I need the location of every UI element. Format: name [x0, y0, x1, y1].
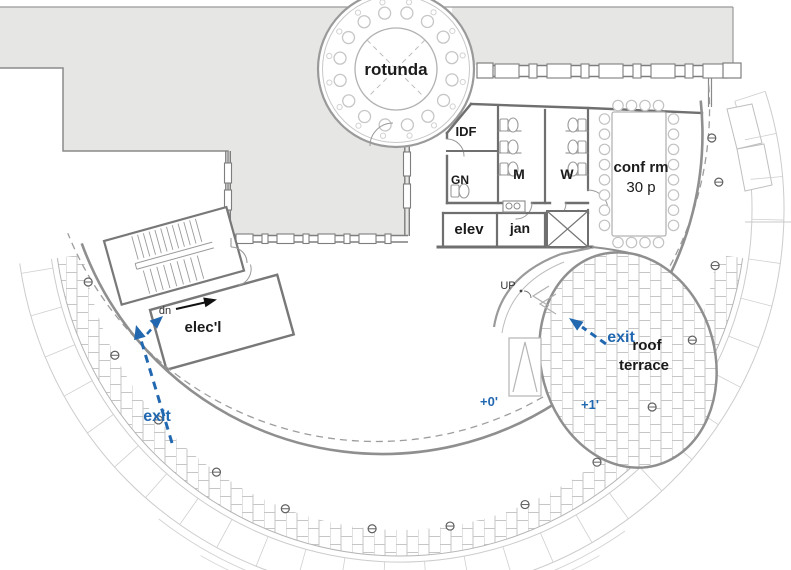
label-up: UP [500, 280, 515, 292]
column-dot [280, 504, 290, 514]
column-dot [710, 260, 720, 271]
label-elecl: elec'l [185, 319, 222, 336]
stair-enclosure [102, 205, 248, 306]
roof-terrace [492, 246, 718, 469]
label-jan: jan [509, 220, 530, 236]
colonnade-columns [83, 133, 724, 534]
column-dot [520, 499, 530, 510]
column-dot [367, 524, 377, 534]
column-dot [211, 467, 222, 477]
exit-arrow-left [134, 316, 174, 444]
egress-annotations [134, 297, 607, 444]
rotunda-door-swing [369, 122, 394, 147]
label-womens: W [560, 166, 574, 182]
roof-panel-1 [726, 103, 763, 150]
label-gn: GN [451, 173, 469, 187]
elecl-door-swing [238, 264, 252, 286]
terrace-steps [531, 285, 557, 315]
column-dot [687, 335, 697, 345]
up-door-swing [523, 290, 532, 299]
dn-arrow [175, 297, 217, 310]
label-terrace: terrace [619, 357, 669, 374]
roof-panel-2 [736, 143, 773, 192]
column-dot [153, 415, 164, 425]
label-roof: roof [632, 337, 662, 354]
toilet-fixtures [450, 117, 587, 199]
label-elev: elev [454, 221, 484, 238]
existing-building-mass [0, 6, 742, 245]
rotunda-room [316, 0, 476, 149]
core-rooms [436, 99, 704, 249]
column-dot [647, 402, 657, 412]
outer-roof-edge-arcs [19, 90, 791, 570]
label-rotunda: rotunda [364, 60, 428, 79]
stair-door-swing [230, 238, 248, 264]
label-dn: dn [159, 305, 171, 317]
label-conf-capacity: 30 p [626, 179, 655, 196]
rotunda-chairs [326, 0, 466, 139]
idf-door-swing [446, 138, 465, 157]
curved-building-edge [80, 100, 704, 456]
column-dot [714, 177, 724, 187]
label-level-one: +1' [581, 397, 599, 412]
label-exit-left: exit [143, 408, 171, 425]
column-dot [83, 277, 93, 287]
column-dot [707, 133, 717, 143]
label-idf: IDF [456, 124, 477, 139]
electrical-room [148, 264, 296, 372]
label-level-zero: +0' [480, 394, 498, 409]
label-conf-rm: conf rm [613, 159, 668, 176]
exit-arrow-right [569, 318, 607, 346]
conference-table [611, 111, 667, 237]
column-dot [445, 521, 455, 531]
label-exit-right: exit [607, 329, 635, 346]
up-ramp-wall [492, 252, 562, 328]
column-dot [592, 457, 602, 467]
label-mens: M [513, 166, 525, 182]
stair-treads [131, 218, 205, 294]
column-dot [110, 350, 120, 360]
conference-chairs [598, 99, 680, 249]
